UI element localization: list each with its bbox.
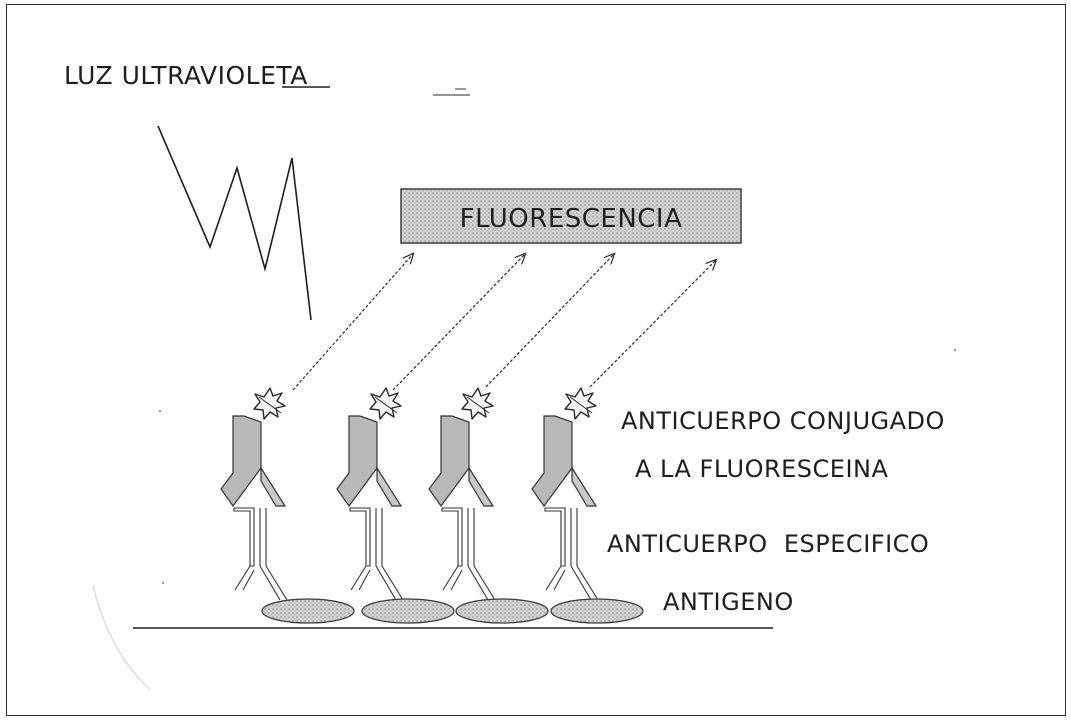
star-burst-icon: [253, 387, 286, 420]
star-burst-icon: [461, 387, 494, 420]
y-shaped-antibody-icon: [260, 465, 287, 507]
y-shaped-antibody-icon: [336, 415, 378, 508]
conjugated-antibody-label-line2: A LA FLUORESCEINA: [635, 455, 888, 483]
ellipse-antigen-icon: [361, 598, 455, 624]
star-burst-icon: [564, 387, 597, 420]
emission-arrow: [292, 254, 413, 391]
emission-arrow: [392, 254, 525, 391]
star-burst-icon: [569, 396, 593, 414]
ellipse-antigen-icon: [455, 598, 549, 624]
antibody-unit: [336, 387, 404, 601]
diagram-frame: [6, 4, 1066, 716]
uv-light-label: LUZ ULTRAVIOLETA: [64, 61, 308, 90]
star-burst-icon: [258, 396, 282, 414]
antigen-label: ANTIGENO: [663, 588, 794, 616]
emission-arrows: [292, 254, 716, 391]
y-shaped-antibody-icon: [544, 507, 566, 567]
y-shaped-antibody-icon: [442, 565, 496, 601]
y-shaped-antibody-icon: [428, 415, 470, 508]
emission-arrow: [485, 254, 614, 388]
ellipse-antigen-icon: [550, 598, 644, 624]
specific-antibody-label: ANTICUERPO ESPECIFICO: [607, 530, 929, 558]
y-shaped-antibody-icon: [220, 415, 262, 508]
scan-artifact: [953, 348, 957, 352]
star-burst-icon: [466, 396, 490, 414]
ellipse-antigen-icon: [261, 598, 355, 624]
y-shaped-antibody-icon: [376, 465, 403, 507]
y-shaped-antibody-icon: [350, 565, 404, 601]
emission-arrow: [589, 260, 716, 388]
antibody-unit: [531, 387, 599, 601]
antibody-unit: [428, 387, 496, 601]
y-shaped-antibody-icon: [233, 507, 255, 567]
y-shaped-antibody-icon: [441, 507, 463, 567]
fluorescence-box: [400, 188, 742, 244]
y-shaped-antibody-icon: [349, 507, 371, 567]
y-shaped-antibody-icon: [571, 465, 598, 507]
antigen-row: [261, 598, 644, 624]
y-shaped-antibody-icon: [531, 415, 573, 508]
star-burst-icon: [369, 387, 402, 420]
y-shaped-antibody-icon: [468, 465, 495, 507]
y-shaped-antibody-icon: [234, 565, 288, 601]
y-shaped-antibody-icon: [545, 565, 599, 601]
fluorescence-label: FLUORESCENCIA: [460, 204, 683, 234]
star-burst-icon: [374, 396, 398, 414]
scan-artifact: [158, 409, 162, 413]
antibody-unit: [220, 387, 288, 601]
conjugated-antibody-label: ANTICUERPO CONJUGADO: [621, 407, 945, 435]
scan-artifact: [92, 584, 151, 691]
scan-artifact: [161, 581, 165, 585]
zigzag-wave-icon: [157, 125, 312, 321]
